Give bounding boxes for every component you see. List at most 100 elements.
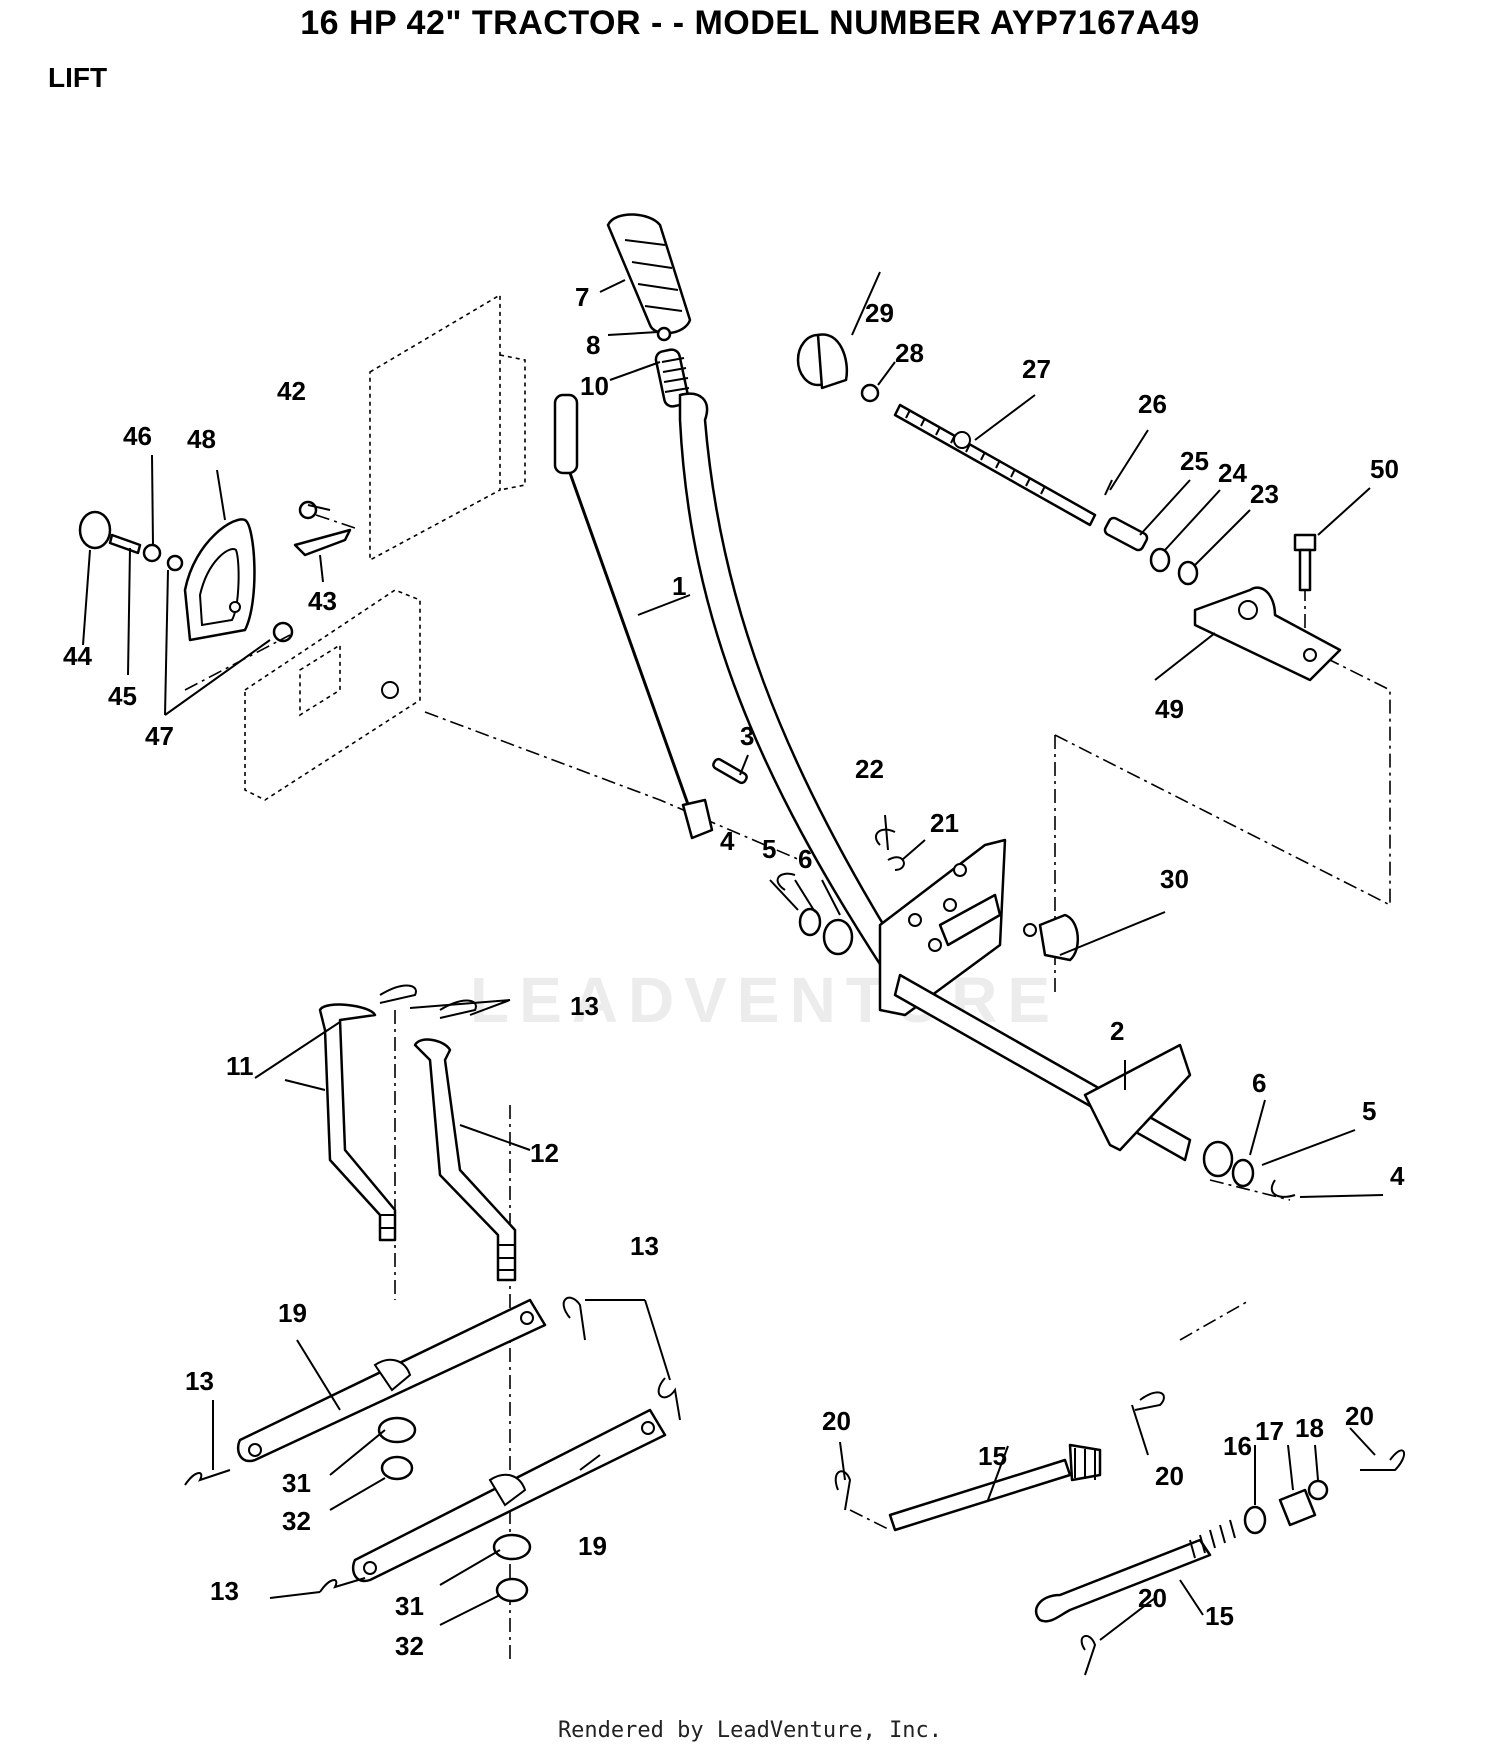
lock-washer xyxy=(1177,560,1199,586)
callout-label: 48 xyxy=(187,424,216,454)
callout-label: 13 xyxy=(210,1576,239,1606)
compression-spring xyxy=(654,348,690,408)
misc-axis-lines xyxy=(849,1179,1291,1531)
adjustment-knob xyxy=(796,333,849,390)
callout-label: 21 xyxy=(930,808,959,838)
callout-label: 29 xyxy=(865,298,894,328)
hairpin-20d xyxy=(1080,1635,1097,1676)
callout-label: 46 xyxy=(123,421,152,451)
callout-label: 3 xyxy=(740,721,754,751)
bushing-lower xyxy=(492,1533,532,1561)
ball-part xyxy=(656,326,672,342)
nut-18 xyxy=(1307,1479,1329,1501)
lift-link-left xyxy=(318,1003,397,1242)
washer-left xyxy=(798,907,822,937)
adjuster-spring xyxy=(1103,516,1149,552)
screw-part xyxy=(108,533,142,555)
pin-part xyxy=(712,757,748,785)
washer-42 xyxy=(298,500,318,520)
hairpin-clip-a xyxy=(562,1296,586,1341)
washer-16 xyxy=(1243,1505,1267,1535)
flat-washer xyxy=(1149,547,1171,573)
callout-label: 30 xyxy=(1160,864,1189,894)
washer-46 xyxy=(142,543,162,563)
callout-label: 43 xyxy=(308,586,337,616)
callout-label: 15 xyxy=(978,1441,1007,1471)
callout-label: 26 xyxy=(1138,389,1167,419)
callout-label: 6 xyxy=(798,844,812,874)
callout-label: 13 xyxy=(570,991,599,1021)
bushing-upper xyxy=(377,1416,417,1444)
callout-label: 4 xyxy=(720,826,735,856)
lift-handle-grip xyxy=(606,213,692,335)
callout-label: 12 xyxy=(530,1138,559,1168)
adjustment-rod xyxy=(893,403,1097,527)
washer-right xyxy=(1231,1158,1255,1188)
callout-label: 1 xyxy=(672,571,686,601)
callout-label: 31 xyxy=(282,1468,311,1498)
callout-label: 49 xyxy=(1155,694,1184,724)
callout-label: 50 xyxy=(1370,454,1399,484)
callout-label: 15 xyxy=(1205,1601,1234,1631)
callout-label: 20 xyxy=(1138,1583,1167,1613)
callout-label: 32 xyxy=(282,1506,311,1536)
hex-bolt xyxy=(1293,533,1317,592)
frame-side-plate xyxy=(244,589,421,801)
callout-label: 10 xyxy=(580,371,609,401)
hairpin-clip-b xyxy=(657,1377,681,1421)
link-axis-lines xyxy=(394,1010,511,1660)
hairpin-clip-d xyxy=(319,1577,366,1593)
washer-47 xyxy=(166,554,184,572)
pivot-axis-line xyxy=(424,711,801,861)
callout-label: 25 xyxy=(1180,446,1209,476)
clip-left xyxy=(776,872,796,891)
page-title: 16 HP 42" TRACTOR - - MODEL NUMBER AYP71… xyxy=(300,4,1200,42)
nut-lower xyxy=(495,1577,529,1603)
lift-lever-plate xyxy=(183,518,256,642)
lift-shaft-assembly xyxy=(822,838,1234,1178)
callout-label: 13 xyxy=(185,1366,214,1396)
hairpin-20c xyxy=(1360,1449,1405,1471)
leader-lines xyxy=(82,271,1384,1641)
knob-cap xyxy=(78,510,112,550)
callout-label: 31 xyxy=(395,1591,424,1621)
clip-right xyxy=(1270,1179,1296,1198)
deck-link-lower xyxy=(1034,1519,1236,1623)
footer-credit: Rendered by LeadVenture, Inc. xyxy=(557,1718,943,1743)
callout-label: 32 xyxy=(395,1631,424,1661)
callout-label: 47 xyxy=(145,721,174,751)
callout-label: 8 xyxy=(586,330,600,360)
hairpin-clips-top xyxy=(379,984,477,1019)
callout-labels: 1 2 3 4 4 5 5 6 6 7 8 10 11 12 13 13 13 … xyxy=(63,282,1405,1661)
callout-label: 23 xyxy=(1250,479,1279,509)
callout-label: 45 xyxy=(108,681,137,711)
callout-label: 7 xyxy=(575,282,589,312)
callout-label: 5 xyxy=(762,834,776,864)
upper-mounting-plate xyxy=(369,293,526,562)
release-rod xyxy=(553,393,714,840)
lift-arm-upper xyxy=(236,1298,547,1463)
callout-label: 17 xyxy=(1255,1416,1284,1446)
callout-label: 44 xyxy=(63,641,92,671)
hairpin-clip-c xyxy=(184,1469,231,1486)
roll-pin xyxy=(1104,479,1113,496)
frame-outline-right xyxy=(1054,649,1391,907)
hairpin-20b xyxy=(1134,1391,1165,1411)
callout-label: 42 xyxy=(277,376,306,406)
callout-label: 27 xyxy=(1022,354,1051,384)
small-clips xyxy=(875,828,905,871)
lift-lever xyxy=(678,392,907,974)
hairpin-20a xyxy=(834,1470,852,1511)
callout-label: 19 xyxy=(278,1298,307,1328)
lift-link-right xyxy=(413,1038,517,1282)
callout-label: 5 xyxy=(1362,1096,1376,1126)
callout-label: 28 xyxy=(895,338,924,368)
callout-label: 24 xyxy=(1218,458,1247,488)
callout-label: 11 xyxy=(226,1051,254,1081)
jam-nut xyxy=(860,383,880,403)
spring-clip xyxy=(293,528,352,557)
callout-label: 20 xyxy=(1155,1461,1184,1491)
nut-upper xyxy=(380,1455,414,1481)
section-title: LIFT xyxy=(48,62,108,93)
